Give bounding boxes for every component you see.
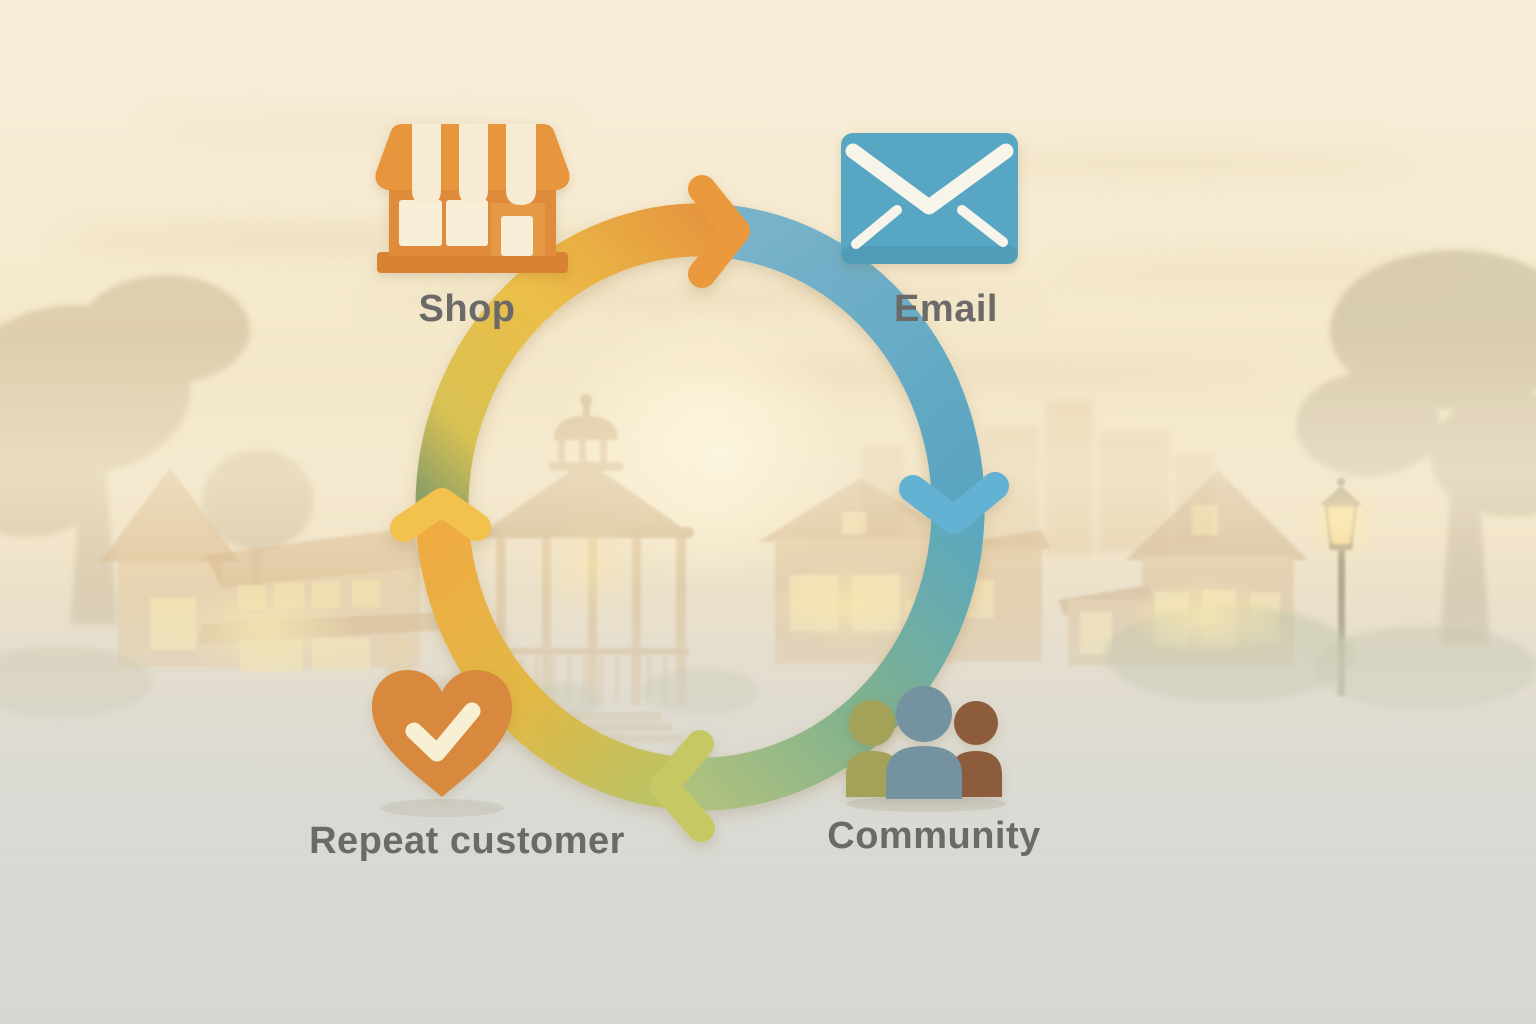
ring-segment-repeat-to-shop — [415, 203, 730, 513]
people-group-icon — [846, 686, 1006, 812]
arrow-down-icon — [899, 472, 1009, 534]
stage-label-repeat-customer: Repeat customer — [309, 820, 625, 862]
heart-check-icon — [372, 670, 512, 817]
stage-label-shop: Shop — [418, 288, 516, 330]
check-mark — [405, 702, 481, 762]
envelope-flap — [845, 143, 1014, 215]
ring-segment-shop-to-email — [723, 205, 985, 518]
stage-label-community: Community — [827, 815, 1041, 857]
envelope-icon — [841, 133, 1018, 264]
arrow-left-icon — [650, 730, 715, 842]
arrow-up-icon — [390, 488, 491, 542]
stage-label-email: Email — [894, 288, 998, 330]
person-right — [950, 701, 1002, 797]
storefront-icon — [375, 124, 570, 273]
arrow-right-icon — [688, 175, 750, 288]
person-center — [886, 686, 962, 799]
